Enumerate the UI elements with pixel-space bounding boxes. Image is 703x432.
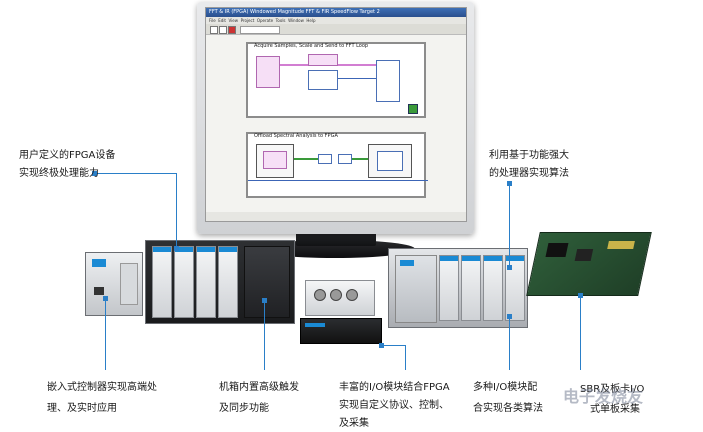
- menu-window[interactable]: Window: [288, 18, 304, 23]
- menu-tools[interactable]: Tools: [275, 18, 286, 23]
- callout-sbrio-line1: SBR及板卡I/O: [580, 384, 645, 395]
- wire: [338, 78, 376, 79]
- callout-io-fpga-line1: 丰富的I/O模块结合FPGA: [339, 382, 450, 393]
- stop-icon: [408, 104, 418, 114]
- controller-module: [395, 255, 437, 323]
- leader-dot: [379, 343, 384, 348]
- fpga-io-node: [256, 56, 280, 88]
- callout-io-fpga-line2: 实现自定义协议、控制、: [339, 400, 449, 411]
- leader-line: [96, 173, 176, 174]
- io-module: [196, 246, 216, 318]
- callout-modules-line1: 多种I/O模块配: [473, 382, 538, 393]
- empty-slots: [244, 246, 290, 318]
- menu-file[interactable]: File: [209, 18, 216, 23]
- embedded-controller: [85, 252, 143, 316]
- leader-line: [105, 298, 106, 370]
- fft-node: [318, 154, 332, 164]
- wire: [338, 64, 376, 66]
- io-module: [483, 255, 503, 321]
- leader-line: [405, 345, 406, 370]
- leader-dot: [507, 265, 512, 270]
- callout-modules-line2: 合实现各类算法: [473, 403, 543, 414]
- wire: [248, 180, 428, 181]
- leader-line: [383, 345, 405, 346]
- menu-view[interactable]: View: [228, 18, 239, 23]
- leader-dot: [103, 296, 108, 301]
- io-module: [461, 255, 481, 321]
- menu-help[interactable]: Help: [306, 18, 316, 23]
- acquire-loop: Acquire Samples, Scale and Send to FFT L…: [246, 42, 426, 118]
- callout-fpga-line2: 实现终极处理能力: [19, 168, 99, 179]
- run-continuous-icon[interactable]: [219, 26, 227, 34]
- ni-logo: [92, 259, 106, 267]
- callout-fpga-line1: 用户定义的FPGA设备: [19, 150, 116, 161]
- io-module-bnc: [305, 280, 375, 316]
- output-case: [368, 144, 412, 178]
- io-module: [152, 246, 172, 318]
- callout-sbrio-line2: 式单板采集: [590, 404, 640, 415]
- leader-line: [580, 295, 581, 370]
- toolbar: [206, 24, 466, 35]
- compactrio-chassis-right: [388, 248, 528, 328]
- dma-node: [308, 70, 338, 90]
- callout-chassis-line1: 机箱内置高级触发: [219, 382, 299, 393]
- window-title: FFT & IR (FPGA) Windowed Magnitude FFT &…: [206, 8, 466, 17]
- leader-line: [509, 183, 510, 267]
- single-board-rio: [526, 232, 652, 296]
- loop1-title: Acquire Samples, Scale and Send to FFT L…: [254, 43, 369, 49]
- leader-dot: [262, 298, 267, 303]
- case-structure: [256, 144, 294, 178]
- leader-dot: [507, 314, 512, 319]
- wire: [352, 158, 368, 160]
- labview-screen: FFT & IR (FPGA) Windowed Magnitude FFT &…: [205, 7, 467, 222]
- leader-line: [264, 300, 265, 370]
- fifo-write-node: [376, 60, 400, 102]
- wire: [280, 64, 308, 66]
- callout-io-fpga-line3: 及采集: [339, 418, 369, 429]
- spectral-loop: Offload Spectral Analysis to FPGA: [246, 132, 428, 198]
- loop2-title: Offload Spectral Analysis to FPGA: [254, 133, 338, 139]
- callout-processor-line2: 的处理器实现算法: [489, 168, 569, 179]
- status-bar: [206, 212, 466, 221]
- leader-dot: [174, 246, 179, 251]
- callout-controller-line1: 嵌入式控制器实现高端处: [47, 382, 157, 393]
- io-module-dark: [300, 318, 382, 344]
- fifo-read-node: [263, 151, 287, 169]
- run-arrow-icon[interactable]: [210, 26, 218, 34]
- io-module: [505, 255, 525, 321]
- menu-bar: File Edit View Project Operate Tools Win…: [206, 17, 466, 24]
- callout-controller-line2: 理、及实时应用: [47, 403, 117, 414]
- wire: [294, 158, 318, 160]
- io-module: [174, 246, 194, 318]
- connector-panel: [120, 263, 138, 305]
- font-dropdown[interactable]: [240, 26, 280, 34]
- leader-dot: [578, 293, 583, 298]
- scale-node: [308, 54, 338, 66]
- port-icon: [94, 287, 104, 295]
- leader-dot: [507, 181, 512, 186]
- menu-operate[interactable]: Operate: [256, 18, 274, 23]
- leader-line: [509, 316, 510, 370]
- menu-project[interactable]: Project: [240, 18, 255, 23]
- callout-processor-line1: 利用基于功能强大: [489, 150, 569, 161]
- watermark: 电子发烧友: [563, 387, 644, 406]
- callout-chassis-line2: 及同步功能: [219, 403, 269, 414]
- magnitude-node: [338, 154, 352, 164]
- menu-edit[interactable]: Edit: [218, 18, 226, 23]
- leader-line: [176, 173, 177, 249]
- leader-dot: [92, 171, 97, 176]
- abort-icon[interactable]: [228, 26, 236, 34]
- io-module: [439, 255, 459, 321]
- output-node: [377, 151, 403, 171]
- io-module: [218, 246, 238, 318]
